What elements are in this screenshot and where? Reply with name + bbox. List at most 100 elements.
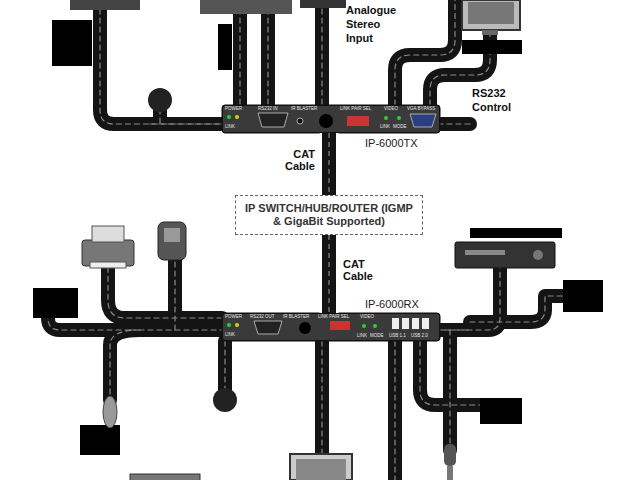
panel-label: VIDEO bbox=[384, 106, 398, 112]
receiver-unit: IP-6000RX bbox=[222, 313, 440, 341]
panel-label: LINK bbox=[225, 124, 235, 130]
cable-bundle bbox=[48, 0, 565, 480]
panel-label: IR BLASTER bbox=[291, 106, 317, 112]
ir-receiver-eye bbox=[148, 88, 172, 112]
panel-label: IR BLASTER bbox=[283, 314, 309, 320]
receiver-panel bbox=[222, 313, 440, 341]
panel-label: POWER bbox=[225, 106, 242, 112]
transmitter-panel bbox=[410, 114, 436, 127]
keyboard bbox=[130, 474, 200, 480]
model-name: IP-6000RX bbox=[363, 298, 421, 311]
panel-label: MODE bbox=[370, 333, 384, 339]
receiver-panel bbox=[362, 324, 366, 328]
control-label: RS232 Control bbox=[472, 86, 524, 114]
cable-outline bbox=[320, 133, 339, 195]
receiver-panel bbox=[222, 313, 440, 341]
panel-label: LINK bbox=[380, 124, 390, 130]
receiver-panel bbox=[373, 324, 377, 328]
dvd-player bbox=[455, 242, 555, 268]
printer bbox=[82, 226, 134, 268]
redacted-label-box bbox=[563, 280, 603, 312]
source-device bbox=[200, 0, 292, 14]
source-device bbox=[482, 30, 498, 35]
receiver-panel bbox=[402, 318, 409, 329]
microphone bbox=[447, 466, 453, 480]
panel-label: RS232 IN bbox=[258, 106, 278, 112]
input-label: Analogue Stereo Input bbox=[346, 3, 404, 45]
transmitter-panel bbox=[347, 116, 369, 126]
panel-label: VGA BYPASS bbox=[407, 106, 435, 112]
receiver-panel bbox=[227, 323, 231, 327]
microphone bbox=[444, 444, 456, 480]
mouse bbox=[103, 396, 117, 428]
cable-core bbox=[328, 133, 329, 195]
cat-cable bbox=[322, 133, 336, 195]
transmitter-panel bbox=[222, 105, 440, 133]
panel-label: USB 1.1 bbox=[389, 333, 406, 339]
cable-bundle bbox=[48, 0, 565, 480]
cat-cable bbox=[322, 235, 336, 313]
panel-label: POWER bbox=[225, 314, 242, 320]
receiver-panel bbox=[412, 318, 419, 329]
cable-core bbox=[328, 235, 329, 313]
receiver-panel bbox=[392, 318, 399, 329]
cable-outline bbox=[320, 235, 339, 313]
panel-label: LINK PAIR SEL bbox=[340, 106, 371, 112]
source-device bbox=[462, 0, 520, 30]
cable-label: CAT Cable bbox=[341, 257, 381, 283]
ir-receiver-eye bbox=[148, 88, 237, 412]
ir-receiver-eye bbox=[213, 388, 237, 412]
panel-label: LINK bbox=[225, 332, 235, 338]
mouse bbox=[103, 396, 117, 428]
redacted-label-box bbox=[462, 40, 522, 54]
monitor bbox=[290, 454, 352, 480]
redacted-label-box bbox=[33, 288, 78, 318]
printer bbox=[90, 262, 126, 268]
source-device bbox=[300, 0, 346, 8]
transmitter-panel bbox=[319, 114, 333, 128]
network-switch-box: IP SWITCH/HUB/ROUTER (IGMP & GigaBit Sup… bbox=[235, 195, 423, 235]
redacted-label-box bbox=[218, 24, 232, 70]
transmitter-panel bbox=[227, 115, 231, 119]
redacted-label-box bbox=[33, 20, 603, 455]
panel-label: VIDEO bbox=[360, 314, 374, 320]
handheld-device bbox=[158, 222, 186, 260]
panel-label: RS232 OUT bbox=[250, 314, 275, 320]
panel-label: LINK PAIR SEL bbox=[318, 314, 349, 320]
handheld-device bbox=[158, 222, 186, 260]
transmitter-panel bbox=[222, 105, 440, 133]
cable-bundle bbox=[48, 0, 565, 480]
keyboard bbox=[130, 474, 200, 480]
microphone bbox=[444, 444, 456, 466]
receiver-panel bbox=[422, 318, 429, 329]
transmitter-panel bbox=[397, 116, 401, 120]
transmitter-panel bbox=[235, 115, 239, 119]
redacted-label-box bbox=[470, 228, 562, 238]
box-label: IP SWITCH/HUB/ROUTER (IGMP & GigaBit Sup… bbox=[245, 202, 413, 228]
handheld-device bbox=[164, 228, 180, 242]
dvd-player bbox=[533, 250, 543, 260]
panel-label: MODE bbox=[393, 124, 407, 130]
transmitter-panel bbox=[297, 118, 303, 124]
cable-bundle bbox=[48, 0, 565, 480]
dvd-player bbox=[465, 250, 505, 255]
source-device bbox=[70, 0, 140, 10]
cable-label: CAT Cable bbox=[277, 147, 317, 173]
redacted-label-box bbox=[52, 20, 92, 66]
redacted-label-box bbox=[480, 398, 522, 424]
transmitter-unit: IP-6000TX bbox=[222, 105, 440, 133]
transmitter-panel bbox=[384, 116, 388, 120]
panel-label: USB 2.0 bbox=[411, 333, 428, 339]
monitor bbox=[296, 459, 346, 480]
receiver-panel bbox=[254, 321, 282, 334]
panel-label: LINK bbox=[357, 333, 367, 339]
receiver-panel bbox=[330, 321, 350, 330]
redacted-label-box bbox=[80, 425, 120, 455]
model-name: IP-6000TX bbox=[363, 137, 420, 150]
monitor bbox=[290, 454, 352, 480]
receiver-panel bbox=[235, 323, 239, 327]
